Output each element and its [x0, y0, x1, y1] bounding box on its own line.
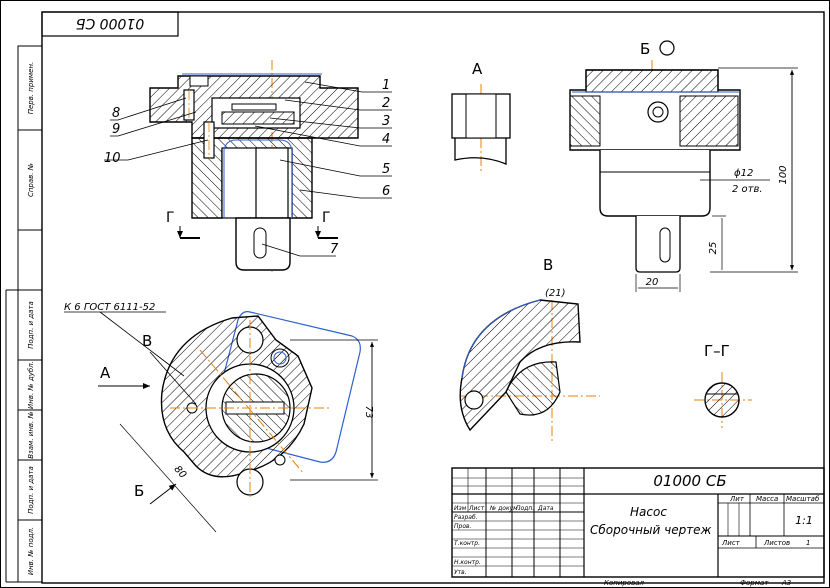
arrow-b-label: Б	[134, 482, 144, 500]
tb-name-1: Насос	[630, 505, 667, 519]
top-view: 73 80 А Б В К 6 ГОСТ 6111-52	[64, 302, 378, 533]
leader-callouts: 1 2 3 4 5 6 7 8 9 10	[104, 78, 392, 257]
leader-6: 6	[382, 184, 390, 199]
strip-label-3: Подп. и дата	[27, 301, 35, 349]
dim-ref: (21)	[545, 288, 566, 299]
footer-format: Формат	[740, 579, 769, 587]
tb-name-2: Сборочный чертеж	[590, 523, 712, 537]
strip-label-6: Подп. и дата	[27, 466, 35, 514]
dim-height: 100	[778, 165, 789, 184]
strip-label-4: Инв. № дубл.	[27, 361, 35, 409]
tb-col-scale: Масштаб	[786, 495, 820, 503]
view-v-left-label: В	[142, 332, 152, 350]
section-gg: Г–Г	[694, 342, 752, 428]
view-b: Б 100 25 20 ϕ12 2 отв.	[569, 40, 798, 292]
leader-9: 9	[112, 122, 120, 137]
dim-holes-count: 2 отв.	[732, 184, 763, 195]
dim-shaft-w: 20	[646, 277, 659, 288]
dim-plate-h: 73	[363, 406, 374, 419]
weld-note: К 6 ГОСТ 6111-52	[64, 302, 155, 313]
tb-col-izm: Изм	[454, 505, 467, 512]
strip-label-1: Перв. примен.	[27, 62, 35, 115]
tb-role-prov: Пров.	[454, 523, 472, 530]
section-mark-g-right: Г	[322, 210, 331, 226]
section-mark-g-left: Г	[166, 210, 175, 226]
view-b-label: Б	[640, 40, 650, 58]
leader-10: 10	[104, 151, 121, 166]
leader-2: 2	[382, 96, 390, 111]
footer-copied: Копировал	[604, 579, 645, 587]
leader-1: 1	[382, 78, 390, 93]
tb-role-tkontr: Т.контр.	[454, 540, 480, 547]
tb-scale-value: 1:1	[795, 514, 813, 527]
front-section-view: Г Г	[149, 60, 359, 272]
dim-shaft-len: 25	[708, 242, 719, 255]
strip-label-2: Справ. №	[27, 163, 35, 197]
tb-role-utv: Утв.	[454, 569, 467, 576]
leader-4: 4	[382, 132, 390, 147]
section-gg-label: Г–Г	[704, 342, 730, 360]
title-block: Изм Лист № докум. Подп. Дата Разраб. Про…	[451, 467, 825, 578]
tb-col-list: Лист	[468, 505, 485, 512]
leader-5: 5	[382, 162, 390, 177]
rotated-code-box: 01000 СБ	[41, 11, 179, 37]
tb-col-sign: Подп.	[516, 505, 534, 512]
tb-col-date: Дата	[537, 505, 554, 512]
tb-sheets-value: 1	[806, 539, 810, 547]
leader-8: 8	[112, 106, 120, 121]
tb-col-doc: № докум.	[489, 505, 520, 512]
tb-sheets: Листов	[763, 539, 790, 547]
tb-sheet: Лист	[721, 539, 741, 547]
view-a: А	[451, 60, 511, 172]
arrow-a-label: А	[100, 364, 111, 382]
leader-3: 3	[382, 114, 390, 129]
rotated-code: 01000 СБ	[76, 15, 144, 31]
dim-plate-diag: 80	[172, 464, 189, 481]
side-strip: Перв. примен. Справ. № Подп. и дата Инв.…	[5, 45, 43, 583]
tb-code: 01000 СБ	[653, 472, 726, 490]
view-v-label: В	[543, 256, 553, 274]
leader-7: 7	[330, 242, 339, 257]
tb-col-lit: Лит	[729, 495, 745, 503]
strip-label-7: Инв. № подл.	[27, 527, 35, 575]
footer-format-value: А3	[781, 579, 791, 587]
view-v: В (21)	[459, 256, 600, 444]
view-a-label: А	[472, 60, 483, 78]
dim-holes: ϕ12	[734, 168, 753, 179]
tb-role-nkontr: Н.контр.	[454, 559, 481, 566]
strip-label-5: Взам. инв. №	[27, 411, 35, 459]
tb-col-mass: Масса	[756, 495, 778, 503]
tb-role-razrab: Разраб.	[454, 514, 478, 521]
